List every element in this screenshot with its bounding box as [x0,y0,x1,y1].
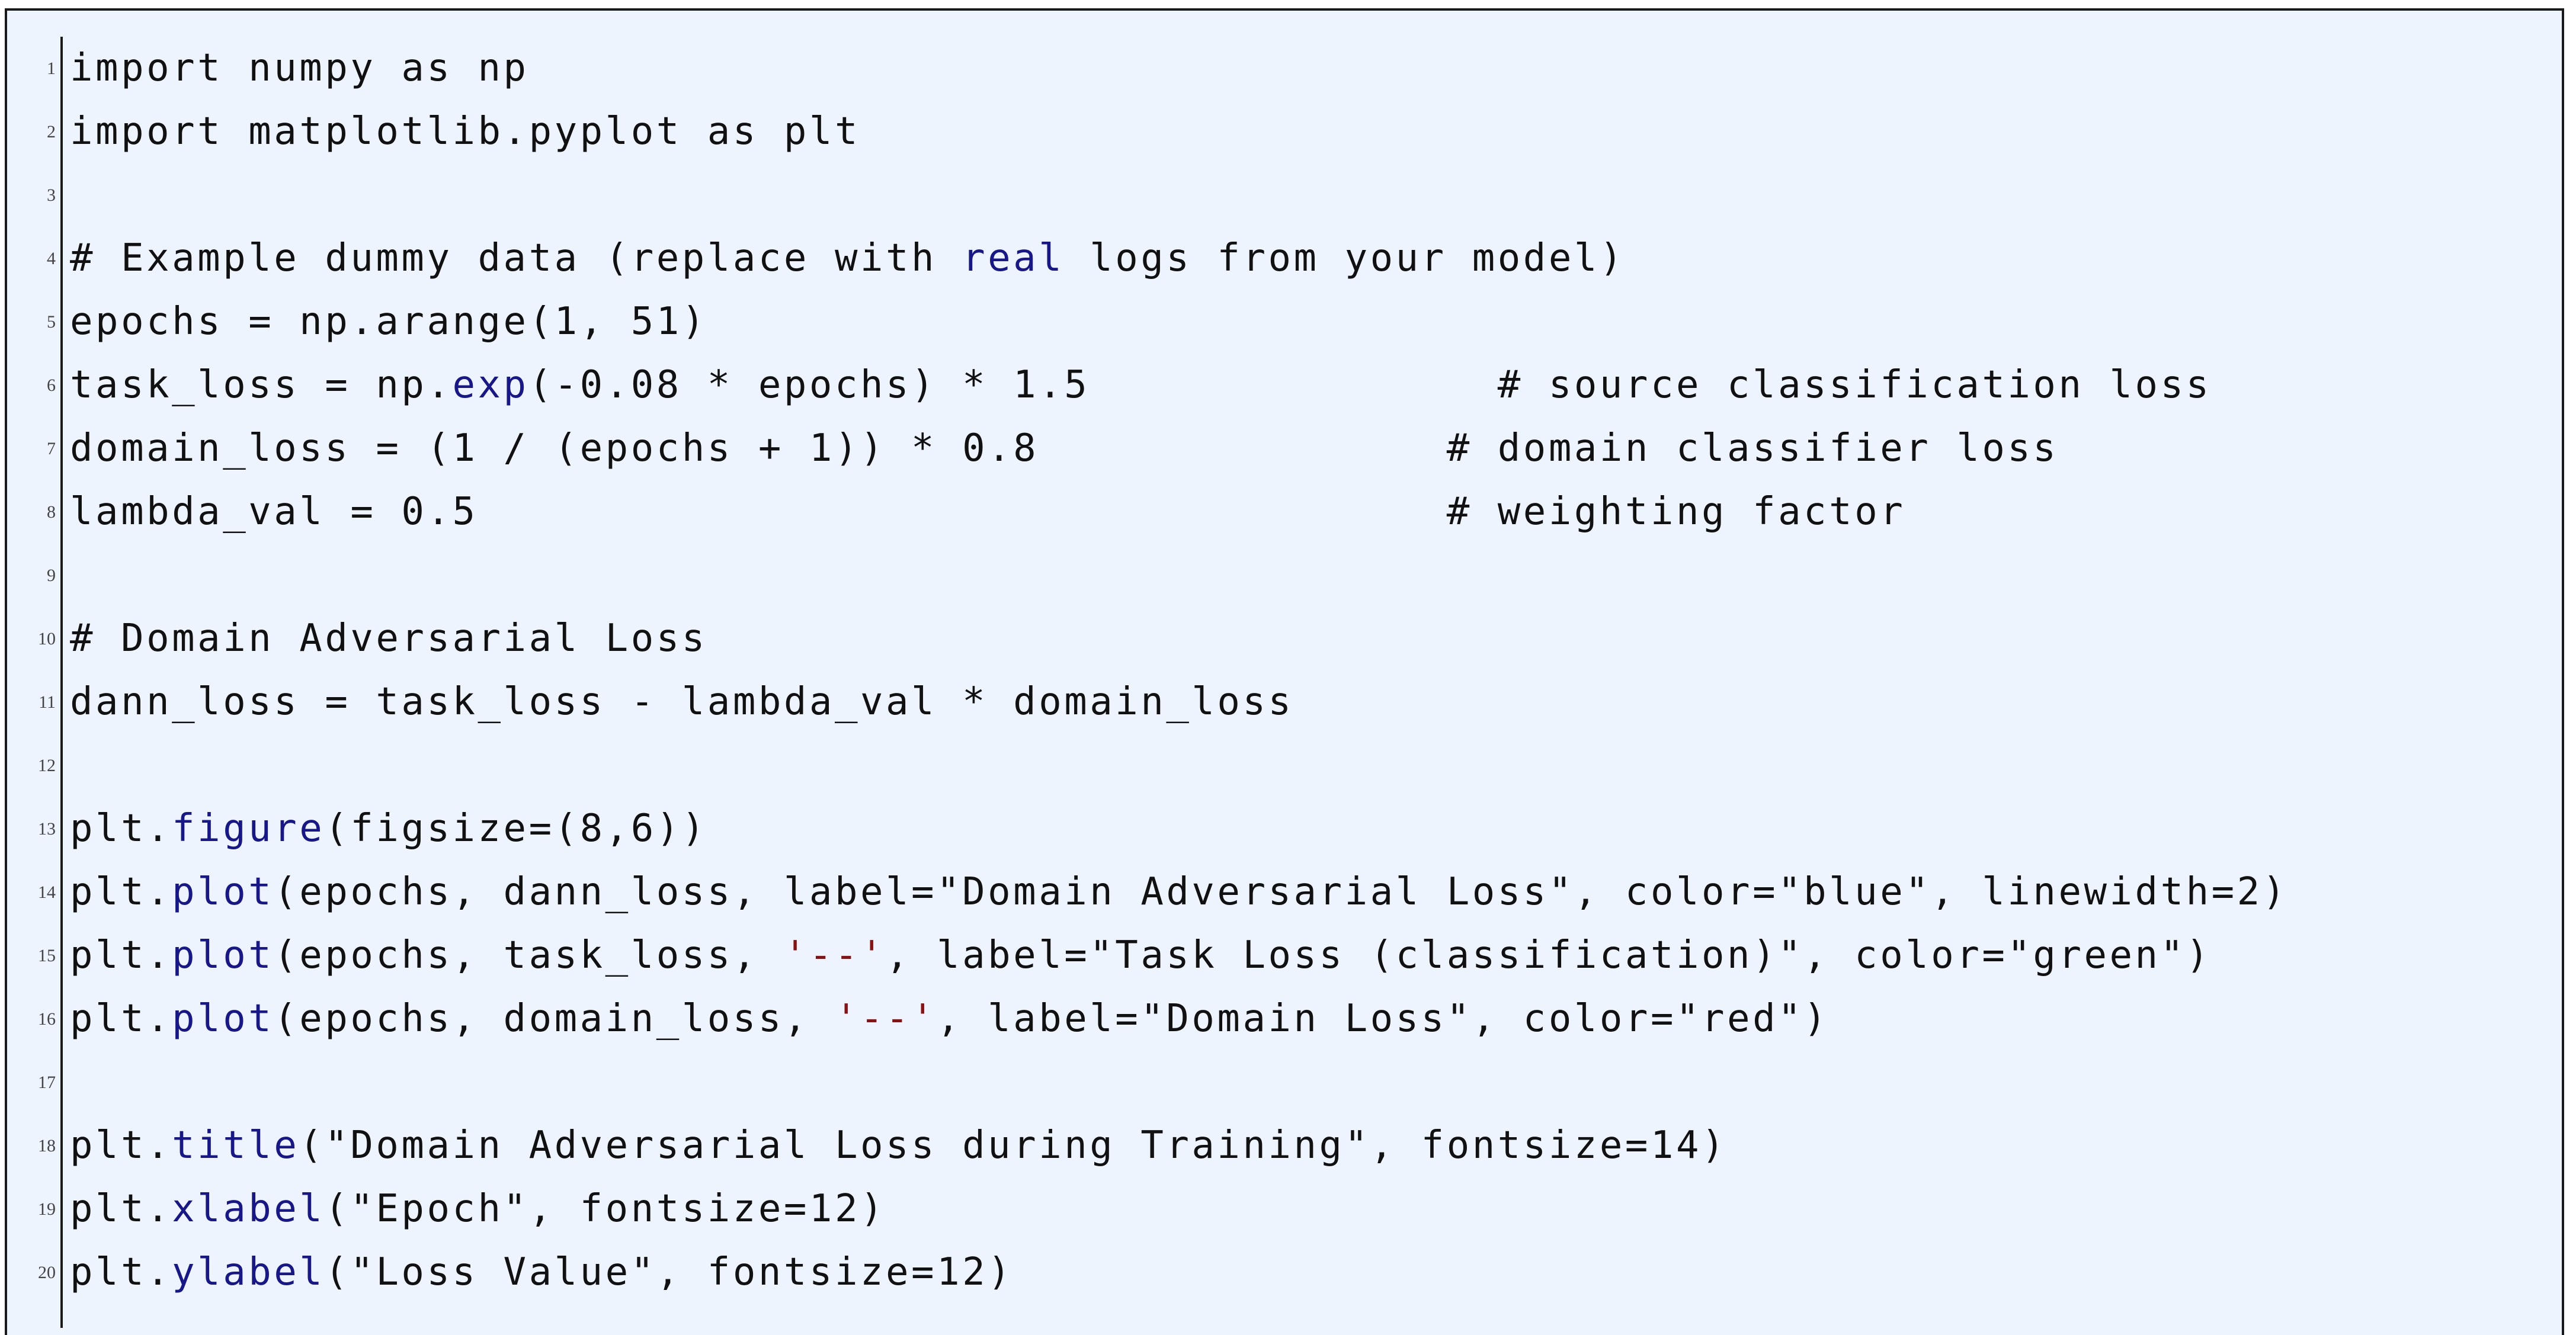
code-token: import matplotlib.pyplot as plt [70,110,860,153]
line-number: 3 [47,185,56,205]
code-text: plt.title("Domain Adversarial Loss durin… [70,1114,1727,1177]
code-text: domain_loss = (1 / (epochs + 1)) * 0.8 #… [70,417,2058,480]
code-line: 18 plt.title("Domain Adversarial Loss dur… [7,1114,2562,1177]
code-token: plt. [70,997,172,1041]
code-text: task_loss = np.exp(-0.08 * epochs) * 1.5… [70,354,2212,417]
code-text: plt.plot(epochs, dann_loss, label="Domai… [70,861,2288,924]
code-line: 7 domain_loss = (1 / (epochs + 1)) * 0.8 … [7,417,2562,480]
code-line: 15 plt.plot(epochs, task_loss, '--', labe… [7,924,2562,987]
code-line: 2 import matplotlib.pyplot as plt [7,100,2562,163]
code-text: plt.figure(figsize=(8,6)) [70,797,707,861]
string-token: '--' [834,997,937,1041]
code-line: 14 plt.plot(epochs, dann_loss, label="Dom… [7,861,2562,924]
code-token: ("Domain Adversarial Loss during Trainin… [299,1124,1728,1167]
code-token: plt. [70,1124,172,1167]
code-text: plt.plot(epochs, domain_loss, '--', labe… [70,987,1829,1051]
keyword-token: real [962,236,1065,280]
line-number: 7 [47,439,56,458]
code-line: 11 dann_loss = task_loss - lambda_val * d… [7,670,2562,734]
code-token: (epochs, dann_loss, label="Domain Advers… [274,870,2288,914]
code-token: ("Epoch", fontsize=12) [325,1187,886,1231]
code-text: epochs = np.arange(1, 51) [70,290,707,354]
code-text: plt.xlabel("Epoch", fontsize=12) [70,1177,886,1241]
code-line: 8 lambda_val = 0.5 # weighting factor [7,480,2562,544]
line-number: 15 [38,946,56,965]
code-line: 9 [7,544,2562,607]
code-text: # Domain Adversarial Loss [70,607,707,670]
code-token: # Example dummy data (replace with [70,236,963,280]
code-token: # Domain Adversarial Loss [70,617,707,660]
code-line: 3 [7,163,2562,227]
line-number: 11 [39,692,56,712]
line-number: 17 [38,1073,56,1092]
code-token: epochs = np.arange(1, 51) [70,300,707,344]
keyword-token: xlabel [172,1187,325,1231]
code-text: plt.plot(epochs, task_loss, '--', label=… [70,924,2212,987]
line-number: 8 [47,502,56,522]
line-number: 10 [38,629,56,649]
keyword-token: title [172,1124,300,1167]
code-line: 5 epochs = np.arange(1, 51) [7,290,2562,354]
code-token: dann_loss = task_loss - lambda_val * dom… [70,680,1294,724]
code-token: , label="Domain Loss", color="red") [937,997,1830,1041]
line-number: 6 [47,376,56,395]
code-token: task_loss = np. [70,363,453,407]
line-number: 14 [38,882,56,902]
code-token: plt. [70,870,172,914]
line-number: 9 [47,566,56,585]
code-token: (epochs, task_loss, [274,933,784,977]
line-number: 18 [38,1136,56,1156]
code-token: import numpy as np [70,46,529,90]
code-token: (epochs, domain_loss, [274,997,835,1041]
code-text: # Example dummy data (replace with real … [70,227,1625,290]
code-body: 1 import numpy as np 2 import matplotlib.py… [7,37,2562,1304]
code-text: plt.ylabel("Loss Value", fontsize=12) [70,1241,1013,1304]
code-line: 6 task_loss = np.exp(-0.08 * epochs) * 1.… [7,354,2562,417]
line-number: 12 [38,756,56,775]
line-number: 16 [38,1009,56,1029]
keyword-token: ylabel [172,1250,325,1294]
code-line: 20 plt.ylabel("Loss Value", fontsize=12) [7,1241,2562,1304]
code-line: 19 plt.xlabel("Epoch", fontsize=12) [7,1177,2562,1241]
keyword-token: figure [172,807,325,851]
code-text: import numpy as np [70,37,529,100]
code-token: (-0.08 * epochs) * 1.5 # source classifi… [528,363,2212,407]
code-token: plt. [70,1187,172,1231]
code-line: 17 [7,1051,2562,1114]
line-number: 4 [47,249,56,268]
code-text: import matplotlib.pyplot as plt [70,100,860,163]
code-token: plt. [70,807,172,851]
code-line: 13 plt.figure(figsize=(8,6)) [7,797,2562,861]
line-number: 20 [38,1263,56,1282]
code-line: 10 # Domain Adversarial Loss [7,607,2562,670]
code-listing: 1 import numpy as np 2 import matplotlib.py… [5,8,2564,1335]
code-text: dann_loss = task_loss - lambda_val * dom… [70,670,1294,734]
code-token: (figsize=(8,6)) [325,807,707,851]
code-line: 1 import numpy as np [7,37,2562,100]
code-text: lambda_val = 0.5 # weighting factor [70,480,1905,544]
keyword-token: plot [172,997,274,1041]
code-token: lambda_val = 0.5 # weighting factor [70,490,1906,534]
line-number: 19 [38,1199,56,1219]
keyword-token: plot [172,933,274,977]
code-token: ("Loss Value", fontsize=12) [325,1250,1014,1294]
line-number: 13 [38,819,56,839]
line-number: 1 [47,59,56,78]
code-token: plt. [70,933,172,977]
code-line: 16 plt.plot(epochs, domain_loss, '--', la… [7,987,2562,1051]
line-number: 2 [47,122,56,142]
line-number: 5 [47,312,56,332]
gutter-divider [60,37,63,1328]
code-token: , label="Task Loss (classification)", co… [886,933,2212,977]
keyword-token: plot [172,870,274,914]
keyword-token: exp [452,363,529,407]
code-token: domain_loss = (1 / (epochs + 1)) * 0.8 #… [70,426,2059,470]
code-line: 4 # Example dummy data (replace with real… [7,227,2562,290]
string-token: '--' [783,933,886,977]
code-line: 12 [7,734,2562,797]
code-token: logs from your model) [1064,236,1625,280]
code-token: plt. [70,1250,172,1294]
